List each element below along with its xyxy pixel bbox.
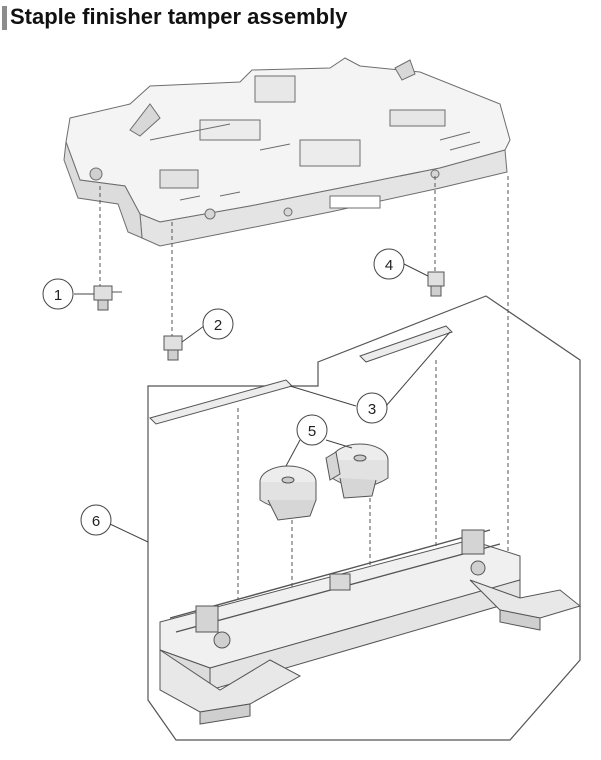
- title-bar: Staple finisher tamper assembly: [0, 0, 601, 34]
- callout-3: 3: [356, 392, 388, 424]
- callout-4: 4: [373, 248, 405, 280]
- svg-text:3: 3: [368, 401, 376, 418]
- upper-frame-assembly: [63, 57, 511, 247]
- part-belts-3: [149, 325, 453, 425]
- svg-text:6: 6: [92, 513, 100, 530]
- callout-5: 5: [296, 414, 328, 446]
- part-tamper-base-6: [159, 529, 582, 725]
- exploded-parts-diagram: 1 2 3 4 5 6: [42, 57, 582, 741]
- callout-1: 1: [42, 278, 74, 310]
- svg-text:5: 5: [308, 423, 316, 440]
- svg-text:4: 4: [385, 257, 393, 274]
- part-sensor-1: [93, 285, 122, 311]
- callout-leaders: [74, 263, 451, 543]
- callout-6: 6: [80, 504, 112, 536]
- assembly-boundary-box: [147, 295, 581, 741]
- svg-text:1: 1: [54, 287, 62, 304]
- part-motors-5: [259, 443, 389, 521]
- callout-2: 2: [202, 308, 234, 340]
- svg-text:2: 2: [214, 317, 222, 334]
- part-sensor-2: [163, 335, 183, 361]
- title-accent-bar: [2, 6, 7, 30]
- part-sensor-4: [427, 271, 445, 297]
- dashed-guide-lines: [99, 176, 509, 600]
- page-title: Staple finisher tamper assembly: [10, 4, 348, 29]
